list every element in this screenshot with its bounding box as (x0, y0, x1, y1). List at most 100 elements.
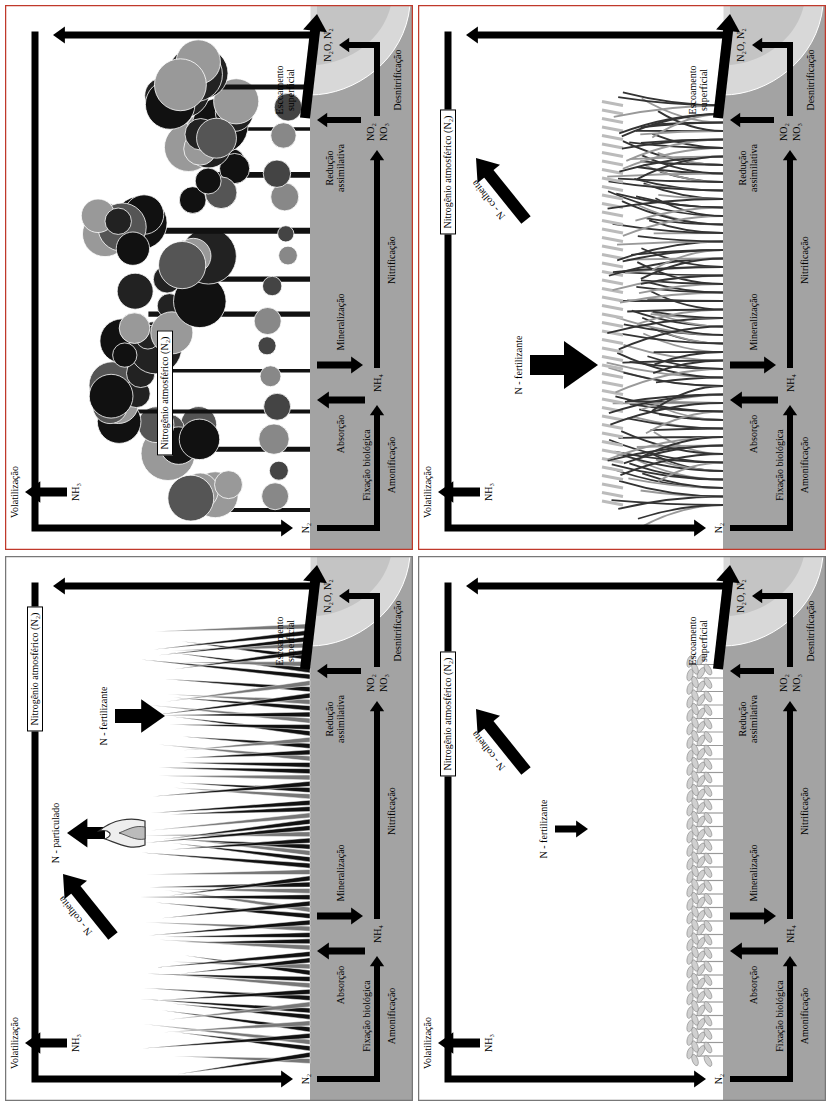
vegetation (81, 40, 310, 521)
cycle-label: N₂O, N₂ (735, 579, 746, 613)
arrow-head (783, 701, 797, 711)
cycle-label: N₂ (300, 523, 311, 534)
arrows (25, 565, 384, 1087)
cane-leaf (620, 454, 723, 475)
grass-blade (141, 895, 310, 900)
grass-blade (170, 838, 310, 856)
cycle-label: Mineralização (335, 844, 346, 901)
cane-tassel (602, 314, 623, 318)
fire-symbol (99, 819, 145, 847)
cane-tassel (602, 323, 623, 327)
cane-leaf (641, 437, 723, 457)
flow-arrow (35, 32, 282, 529)
grass-blade (142, 1033, 310, 1048)
cycle-label: Amonificação (799, 437, 810, 494)
cycle-label: Desnitrificação (805, 600, 816, 661)
cycle-label: NH₃ (70, 483, 81, 501)
cycle-label: Volatilização (9, 1017, 20, 1069)
tree-canopy (116, 232, 149, 265)
shrub (262, 483, 289, 510)
arrow-head (730, 943, 742, 960)
flow-arrow (730, 965, 790, 1079)
flow-arrow (452, 1039, 480, 1048)
flow-arrow (530, 355, 565, 375)
cane-leaf (607, 318, 723, 333)
cane-leaf (641, 276, 723, 284)
cane-leaf (652, 250, 723, 270)
cycle-label: Mineralização (748, 844, 759, 901)
cane-leaf (654, 351, 723, 353)
vegetation (602, 92, 723, 527)
flow-arrow (741, 397, 778, 404)
flow-arrow (348, 596, 377, 667)
cane-leaf (627, 310, 723, 312)
cane-leaf (609, 395, 723, 414)
tree-canopy (197, 118, 237, 158)
cycle-label: N₂ (713, 523, 724, 534)
flow-arrow (39, 488, 67, 497)
soil (723, 556, 826, 1101)
panel-scene: VolatilizaçãoNH₃N₂Fixação biológicaAmoni… (418, 5, 826, 550)
arrow-head (783, 150, 797, 160)
arrow-head (576, 821, 588, 838)
cane-tassel (602, 110, 623, 114)
cycle-label: Absorção (335, 415, 346, 453)
arrow-head (783, 405, 797, 415)
cycle-label: Volatilização (422, 1017, 433, 1069)
flow-arrow (477, 583, 730, 590)
cycle-label: Escoamento superficial (274, 59, 296, 121)
cycle-label: NH₄ (785, 374, 796, 392)
plant-leaf (703, 825, 714, 838)
cane-tassel (602, 340, 623, 344)
cane-tassel (602, 484, 623, 488)
cycle-label: N - fertilizante (98, 687, 109, 746)
arrow-head (63, 874, 87, 899)
cane-tassel (602, 136, 623, 140)
plant-leaf (703, 771, 714, 784)
arrow-head (317, 943, 329, 960)
cane-leaf (608, 199, 723, 209)
grass-blade (169, 724, 310, 729)
cane-leaf (623, 250, 723, 261)
plant-leaf (703, 717, 714, 730)
cane-leaf (652, 386, 723, 411)
grass-blade (177, 1052, 310, 1074)
cane-tassel (602, 306, 623, 310)
arrows (25, 14, 384, 536)
cycle-label: Redução assimilativa (324, 689, 346, 749)
cycle-label: Redução assimilativa (737, 689, 759, 749)
cane-tassel (602, 255, 623, 259)
arrow-head (370, 150, 384, 160)
arrow-head (53, 578, 65, 595)
arrow-head (339, 589, 349, 603)
cane-tassel (602, 229, 623, 233)
flow-arrow (326, 117, 361, 123)
cane-leaf (652, 114, 723, 138)
plant-leaf (703, 663, 714, 676)
cane-tassel (602, 297, 623, 301)
cycle-label: Absorção (748, 415, 759, 453)
cycle-label: NO₂ (365, 674, 376, 692)
arrow-head (339, 38, 349, 52)
plant-leaf (703, 730, 714, 743)
grass-blade (158, 768, 310, 774)
grass-blade (168, 1002, 310, 1020)
arrow-head (317, 392, 329, 409)
plant-leaf (703, 946, 714, 959)
cane-tassel (602, 374, 623, 378)
plant-leaf (703, 960, 714, 973)
arrow-head (141, 699, 165, 733)
panel: VolatilizaçãoNH₃N₂Fixação biológicaAmoni… (5, 5, 413, 550)
grass-blade (146, 870, 310, 875)
cane-tassel (602, 246, 623, 250)
tree-canopy (179, 419, 219, 459)
arrow-head (694, 1071, 706, 1088)
atmosphere-box: Nitrogênio atmosférico (N₂) (440, 110, 456, 235)
arrow-head (351, 357, 363, 374)
flow-arrow (317, 965, 377, 1079)
cane-tassel (602, 476, 623, 480)
box-title: Nitrogênio atmosférico (N₂) (159, 337, 170, 450)
flow-arrow (730, 362, 765, 369)
plant-leaf (703, 676, 714, 689)
cycle-label: Escoamento superficial (274, 610, 296, 672)
